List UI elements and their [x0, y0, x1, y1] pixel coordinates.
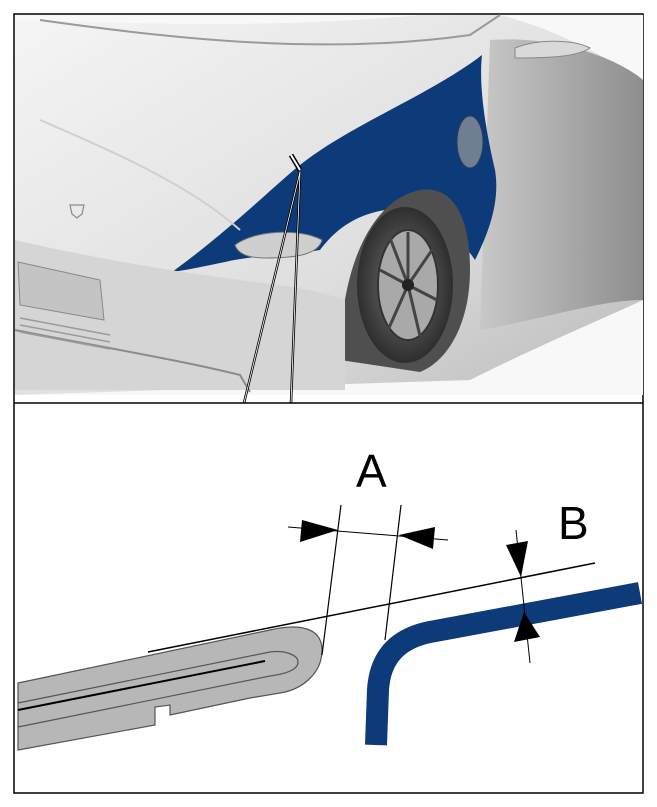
dimension-b-arrow-top: [506, 541, 528, 577]
dimension-a-arrow-left: [300, 520, 338, 542]
reference-line: [147, 562, 596, 653]
charge-flap: [456, 115, 484, 169]
fender-highlight: [172, 55, 497, 272]
dimension-b-arrow-bottom: [514, 612, 540, 642]
car-illustration: [14, 14, 643, 404]
detail-section: A B: [17, 445, 643, 751]
car-door: [480, 39, 643, 330]
hood-edge-inner-fold: [17, 650, 299, 728]
hood-edge-profile: [17, 626, 323, 751]
dimension-a-ext-right: [384, 504, 402, 641]
grille: [19, 317, 111, 350]
wheel-hub: [402, 279, 414, 291]
dimension-a-label: A: [356, 445, 387, 497]
wheel-spokes: [379, 232, 438, 337]
license-plate-area: [17, 261, 105, 321]
front-bumper: [15, 240, 345, 390]
bumper-lip: [14, 329, 251, 393]
hood-emblem: [69, 204, 85, 219]
windshield-edge: [39, 14, 501, 46]
dimension-b-label: B: [558, 497, 589, 549]
fender-edge-profile: [365, 582, 643, 746]
door-handle: [514, 40, 591, 59]
hood-crease: [39, 119, 241, 231]
dimension-a-arrow-right: [399, 527, 435, 549]
headlight: [234, 231, 323, 259]
